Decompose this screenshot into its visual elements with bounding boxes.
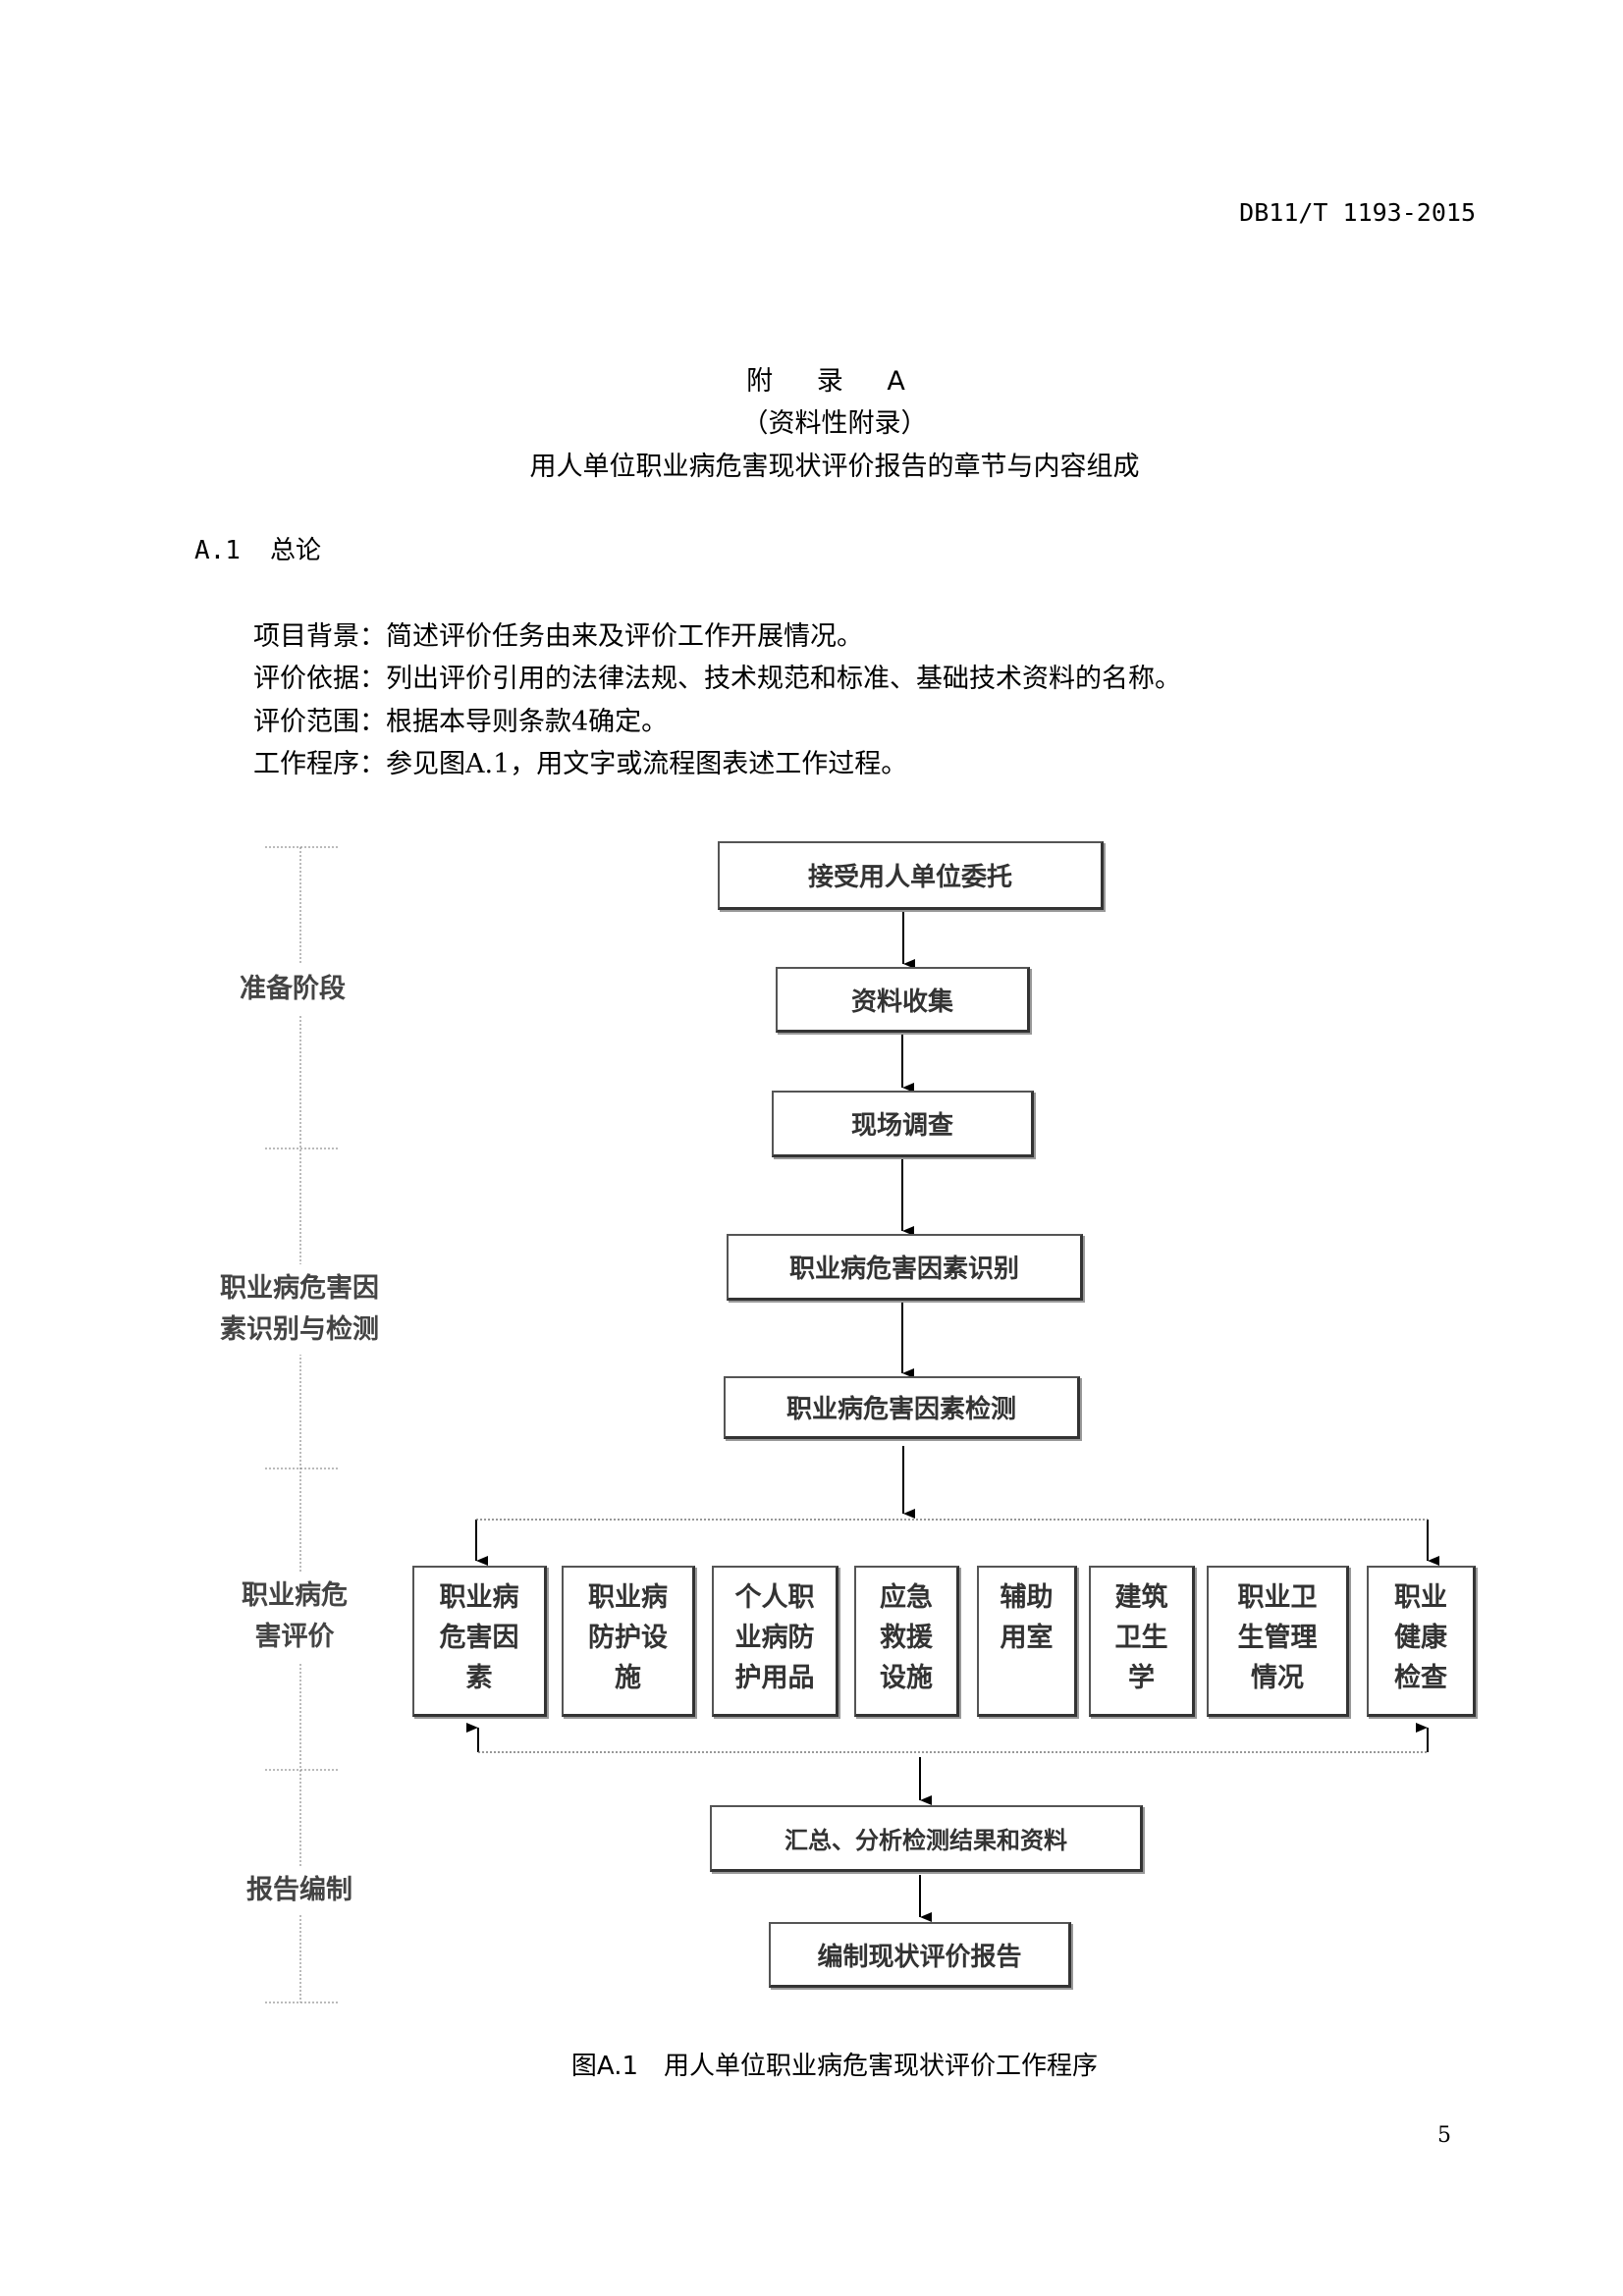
standard-code: DB11/T 1193-2015 bbox=[1239, 198, 1476, 227]
stage-label-line: 害评价 bbox=[254, 1622, 335, 1652]
item-line: 用室 bbox=[1000, 1623, 1054, 1653]
eval-item-auxiliary-rooms: 辅助用室 bbox=[977, 1566, 1077, 1717]
item-line: 救援 bbox=[880, 1623, 933, 1653]
stage-label-report: 报告编制 bbox=[241, 1866, 358, 1915]
step-data-collection: 资料收集 bbox=[776, 967, 1030, 1033]
stage-label-line: 准备阶段 bbox=[240, 974, 346, 1004]
eval-item-health-examination: 职业健康检查 bbox=[1367, 1566, 1476, 1717]
step-hazard-detection: 职业病危害因素检测 bbox=[724, 1376, 1080, 1439]
stage-label-preparation: 准备阶段 bbox=[234, 965, 352, 1014]
eval-item-personal-protective-equipment: 个人职业病防护用品 bbox=[712, 1566, 839, 1717]
item-line: 辅助 bbox=[1000, 1582, 1054, 1613]
paragraph: 工作程序：参见图A.1，用文字或流程图表述工作过程。 bbox=[253, 749, 908, 779]
eval-item-emergency-rescue: 应急救援设施 bbox=[854, 1566, 959, 1717]
eval-item-building-hygiene: 建筑卫生学 bbox=[1089, 1566, 1195, 1717]
stage-timeline bbox=[265, 846, 339, 2003]
item-line: 危害因 bbox=[439, 1623, 519, 1653]
item-line: 学 bbox=[1128, 1663, 1155, 1693]
stage-label-evaluation: 职业病危害评价 bbox=[236, 1572, 353, 1662]
eval-item-protection-facilities: 职业病防护设施 bbox=[562, 1566, 695, 1717]
item-line: 生管理 bbox=[1237, 1623, 1318, 1653]
step-hazard-identification: 职业病危害因素识别 bbox=[727, 1234, 1083, 1301]
page-number: 5 bbox=[1437, 2123, 1451, 2148]
step-summarize-analyze: 汇总、分析检测结果和资料 bbox=[710, 1805, 1143, 1872]
item-line: 职业卫 bbox=[1237, 1582, 1318, 1613]
stage-label-line: 职业病危害因 bbox=[220, 1273, 379, 1304]
item-line: 情况 bbox=[1251, 1663, 1304, 1693]
step-accept-commission: 接受用人单位委托 bbox=[718, 841, 1104, 910]
appendix-type: （资料性附录） bbox=[741, 408, 928, 439]
section-heading: A.1 总论 bbox=[194, 530, 321, 566]
item-line: 业病防 bbox=[734, 1623, 815, 1653]
item-line: 职业病 bbox=[588, 1582, 668, 1613]
item-line: 防护设 bbox=[588, 1623, 668, 1653]
eval-item-hazard-factors: 职业病危害因素 bbox=[412, 1566, 547, 1717]
item-line: 建筑 bbox=[1114, 1582, 1168, 1613]
paragraph: 评价依据：列出评价引用的法律法规、技术规范和标准、基础技术资料的名称。 bbox=[253, 664, 1181, 694]
item-line: 职业病 bbox=[439, 1582, 519, 1613]
stage-label-line: 报告编制 bbox=[246, 1875, 352, 1905]
appendix-title: 用人单位职业病危害现状评价报告的章节与内容组成 bbox=[529, 452, 1140, 482]
item-line: 健康 bbox=[1394, 1623, 1447, 1653]
item-line: 检查 bbox=[1394, 1663, 1447, 1693]
section-title: 总论 bbox=[269, 536, 321, 565]
figure-caption: 图A.1 用人单位职业病危害现状评价工作程序 bbox=[570, 2052, 1099, 2081]
step-compile-report: 编制现状评价报告 bbox=[769, 1922, 1071, 1988]
item-line: 职业 bbox=[1394, 1582, 1447, 1613]
stage-label-line: 职业病危 bbox=[242, 1580, 348, 1611]
item-line: 卫生 bbox=[1114, 1623, 1168, 1653]
stage-label-identification: 职业病危害因素识别与检测 bbox=[214, 1264, 385, 1355]
item-line: 护用品 bbox=[734, 1663, 815, 1693]
eval-item-hygiene-management: 职业卫生管理情况 bbox=[1207, 1566, 1349, 1717]
paragraph: 项目背景：简述评价任务由来及评价工作开展情况。 bbox=[253, 621, 863, 652]
step-site-survey: 现场调查 bbox=[772, 1091, 1034, 1157]
section-number: A.1 bbox=[194, 536, 241, 565]
appendix-label: 附 录 A bbox=[746, 366, 923, 397]
item-line: 应急 bbox=[880, 1582, 933, 1613]
item-line: 施 bbox=[615, 1663, 641, 1693]
paragraph: 评价范围：根据本导则条款4确定。 bbox=[253, 707, 669, 737]
stage-label-line: 素识别与检测 bbox=[220, 1314, 379, 1345]
item-line: 设施 bbox=[880, 1663, 933, 1693]
item-line: 素 bbox=[465, 1663, 493, 1693]
item-line: 个人职 bbox=[734, 1582, 815, 1613]
